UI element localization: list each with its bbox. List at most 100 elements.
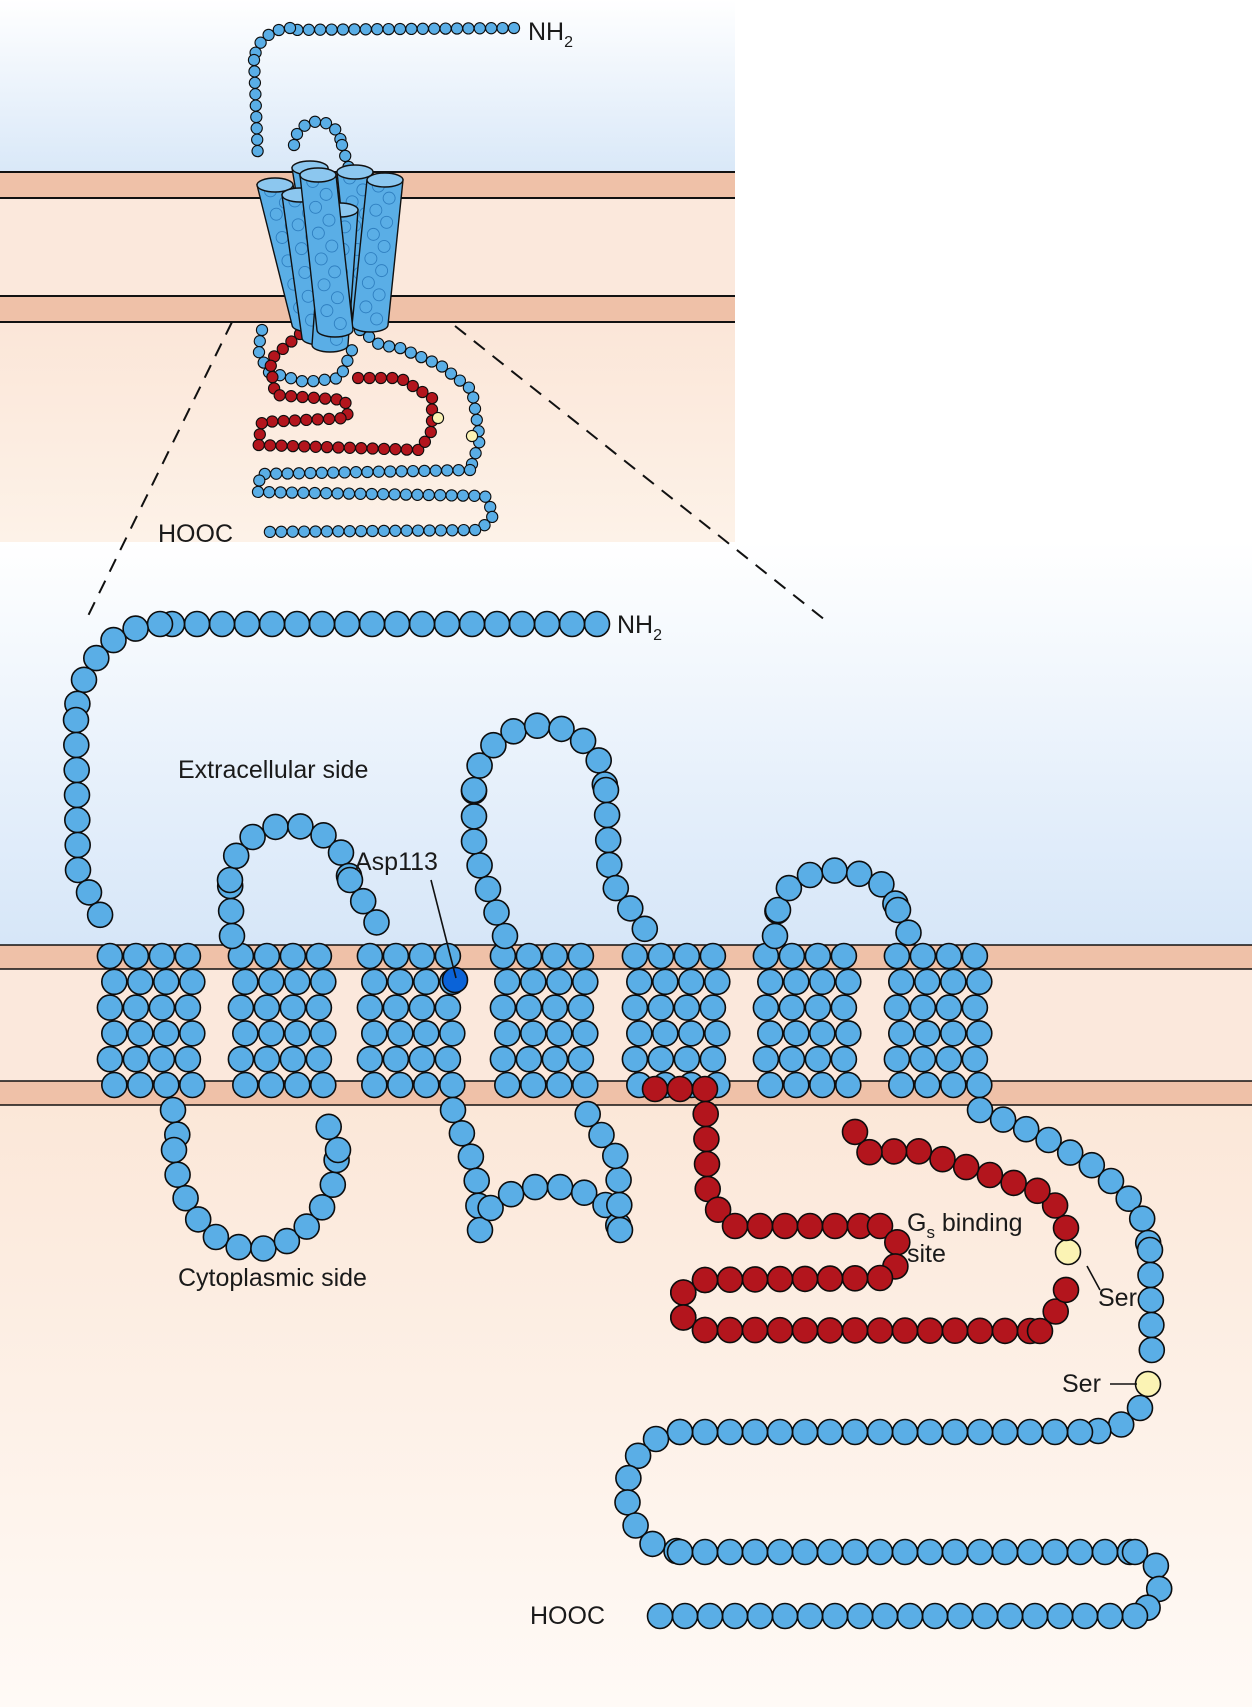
helix-residue <box>830 942 858 970</box>
helix-residue <box>571 1071 599 1099</box>
gs-binding-residue <box>856 1138 883 1166</box>
residue <box>466 752 493 779</box>
helix-residue <box>519 1020 547 1047</box>
inset-residue <box>462 22 475 35</box>
asp113-residue <box>441 966 469 994</box>
inset-residue <box>395 465 408 478</box>
helix-residue <box>493 1071 521 1099</box>
residue <box>583 610 611 638</box>
inset-residue <box>248 76 262 89</box>
inset-residue <box>341 354 354 367</box>
helix-residue <box>489 1045 517 1073</box>
helix-residue <box>438 1020 466 1047</box>
gs-binding-residue <box>821 1212 849 1240</box>
helix-residue <box>673 1045 701 1073</box>
helix-residue <box>834 1020 862 1047</box>
helix-residue <box>935 942 963 970</box>
inset-gs-residue <box>334 412 347 425</box>
inset-residue <box>304 466 317 480</box>
inset-residue <box>298 119 311 132</box>
helix-residue <box>782 968 810 996</box>
residue <box>1091 1538 1119 1566</box>
inset-gs-residue <box>343 441 356 454</box>
helix-residue <box>122 994 150 1021</box>
inset-gs-residue <box>406 379 419 393</box>
inset-gs-residue <box>284 390 298 403</box>
asp113-label: Asp113 <box>355 848 438 876</box>
helix-residue <box>647 942 675 970</box>
inset-residue <box>377 524 391 538</box>
inset-residue <box>248 65 261 78</box>
residue <box>991 1418 1019 1446</box>
residue <box>63 756 90 784</box>
residue <box>86 901 114 929</box>
helix-residue <box>778 942 806 970</box>
inset-residue <box>425 355 438 368</box>
residue <box>172 1184 199 1212</box>
residue <box>966 1096 994 1124</box>
helix-residue <box>756 1071 784 1099</box>
residue <box>841 1418 869 1446</box>
inset-residue <box>292 467 306 480</box>
gs-binding-residue <box>941 1317 969 1344</box>
gs-binding-residue <box>796 1212 824 1240</box>
inset-residue <box>452 464 465 477</box>
residue <box>250 1235 277 1262</box>
residue <box>916 1418 944 1446</box>
helix-residue <box>434 994 462 1021</box>
helix-residue <box>834 968 862 996</box>
inset-residue <box>467 391 480 404</box>
helix-residue <box>673 942 701 970</box>
helix-residue <box>883 942 911 970</box>
residue <box>358 610 386 638</box>
helix-residue <box>96 942 124 970</box>
residue <box>891 1418 919 1446</box>
cytoplasmic-side-label: Cytoplasmic side <box>178 1264 367 1292</box>
inset-gs-residue <box>396 373 410 387</box>
helix-residue <box>408 994 436 1021</box>
inset-gs-residue <box>298 440 311 453</box>
residue <box>588 1121 615 1149</box>
helix-residue <box>541 942 569 970</box>
helix-residue <box>253 1045 281 1073</box>
helix-residue <box>804 942 832 970</box>
residue <box>971 1602 999 1630</box>
residue <box>500 717 527 745</box>
residue <box>1138 1336 1166 1364</box>
helix-residue <box>356 994 384 1021</box>
inset-residue <box>297 525 311 538</box>
gs-binding-residue <box>669 1304 697 1331</box>
helix-residue <box>253 994 281 1021</box>
inset-residue <box>290 127 304 141</box>
residue <box>523 712 551 740</box>
main-residue-chain <box>62 610 1173 1630</box>
residue <box>273 1227 301 1255</box>
residue <box>1138 1311 1165 1339</box>
residue <box>1021 1602 1049 1630</box>
helix-residue <box>408 1045 436 1073</box>
inset-gs-residue <box>307 391 320 404</box>
gs-binding-residue <box>866 1264 894 1292</box>
inset-residue <box>315 466 328 479</box>
inset-gs-residue <box>296 390 309 404</box>
helix-residue <box>153 1071 180 1099</box>
inset-residue <box>262 28 275 42</box>
helix-residue <box>356 942 384 970</box>
helix-residue <box>647 994 675 1021</box>
helix-residue <box>782 1020 810 1047</box>
helix-residue <box>808 968 836 996</box>
helix-residue <box>279 942 307 970</box>
inset-residue <box>354 524 368 538</box>
inset-residue-chain <box>247 21 521 539</box>
residue <box>741 1418 769 1446</box>
inset-residue <box>250 110 263 124</box>
residue <box>671 1602 699 1630</box>
inset-residue <box>439 22 452 35</box>
inset-residue <box>325 23 338 36</box>
residue <box>1016 1418 1044 1446</box>
inset-residue <box>281 467 294 480</box>
residue <box>262 813 289 841</box>
residue <box>1107 1411 1135 1438</box>
inset-residue <box>286 525 299 538</box>
gs-binding-residue <box>691 1075 719 1103</box>
